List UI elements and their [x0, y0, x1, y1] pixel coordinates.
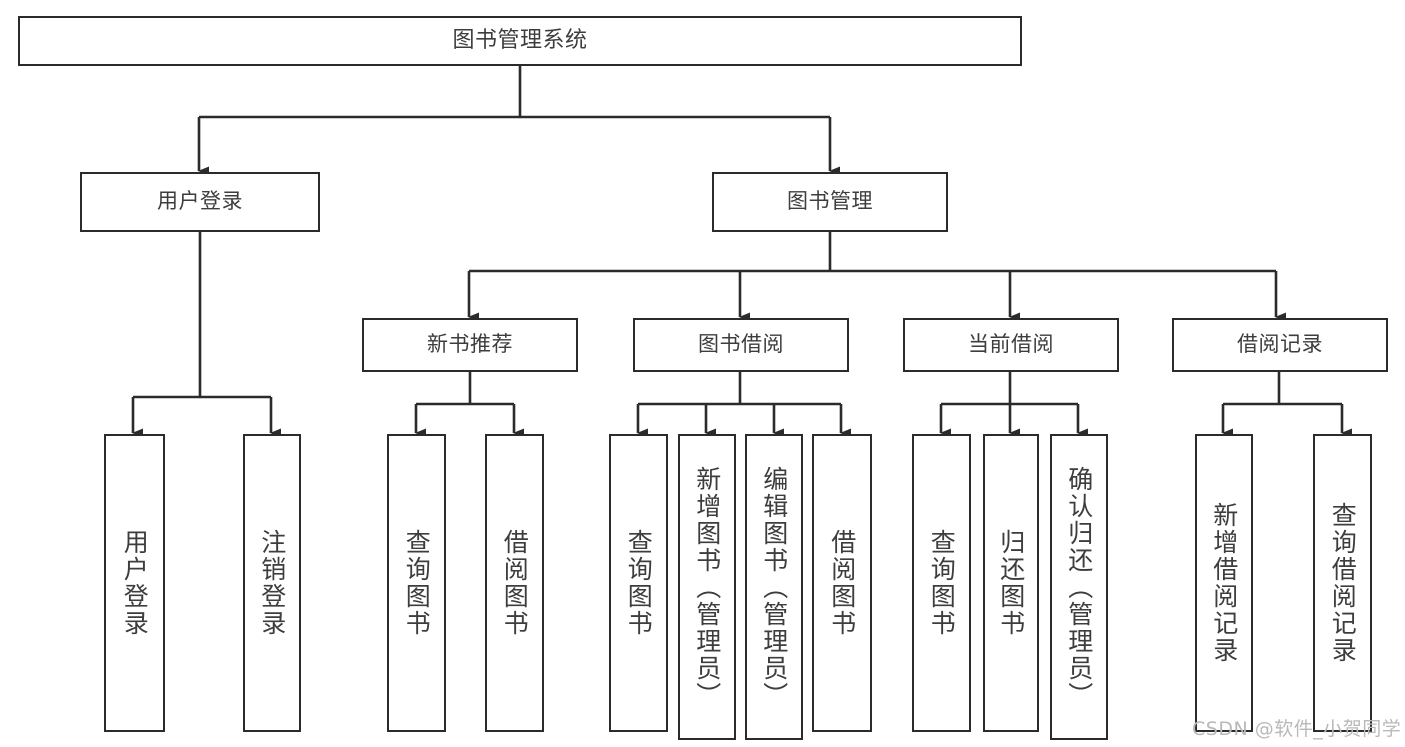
node-leaf-query-book-recommend[interactable]: 查询图书 — [387, 434, 446, 732]
node-leaf-query-borrow-record[interactable]: 查询借阅记录 — [1313, 434, 1372, 732]
node-label: 确认归还（管理员） — [1064, 465, 1094, 709]
node-borrow-record[interactable]: 借阅记录 — [1172, 318, 1388, 372]
node-label: 用户登录 — [157, 189, 243, 214]
node-label: 新增借阅记录 — [1209, 502, 1239, 664]
node-label: 用户登录 — [120, 529, 150, 637]
csdn-watermark: CSDN @软件_小贺同学 — [1192, 718, 1402, 740]
node-label: 注销登录 — [257, 529, 287, 637]
node-leaf-user-login[interactable]: 用户登录 — [104, 434, 165, 732]
node-leaf-borrow-book-borrow[interactable]: 借阅图书 — [812, 434, 872, 732]
node-book-borrow[interactable]: 图书借阅 — [633, 318, 849, 372]
node-label: 借阅图书 — [500, 529, 530, 637]
node-leaf-borrow-book-recommend[interactable]: 借阅图书 — [485, 434, 544, 732]
node-label: 借阅图书 — [827, 529, 857, 637]
node-label: 图书管理 — [787, 189, 873, 214]
node-leaf-add-borrow-record[interactable]: 新增借阅记录 — [1195, 434, 1253, 732]
node-label: 借阅记录 — [1237, 332, 1323, 357]
node-leaf-query-book-current[interactable]: 查询图书 — [912, 434, 971, 732]
node-leaf-confirm-return-admin[interactable]: 确认归还（管理员） — [1050, 434, 1108, 740]
node-current-borrow[interactable]: 当前借阅 — [903, 318, 1119, 372]
node-label: 图书管理系统 — [452, 27, 588, 53]
node-label: 新增图书（管理员） — [692, 465, 722, 709]
node-leaf-add-book-admin[interactable]: 新增图书（管理员） — [678, 434, 736, 740]
node-label: 图书借阅 — [698, 332, 784, 357]
node-label: 归还图书 — [996, 529, 1026, 637]
node-new-book-recommend[interactable]: 新书推荐 — [362, 318, 578, 372]
node-label: 当前借阅 — [968, 332, 1054, 357]
node-leaf-edit-book-admin[interactable]: 编辑图书（管理员） — [745, 434, 803, 740]
node-label: 查询图书 — [624, 529, 654, 637]
node-leaf-return-book[interactable]: 归还图书 — [983, 434, 1039, 732]
node-label: 编辑图书（管理员） — [759, 465, 789, 709]
node-leaf-logout[interactable]: 注销登录 — [243, 434, 301, 732]
node-user-login[interactable]: 用户登录 — [80, 172, 320, 232]
node-book-management[interactable]: 图书管理 — [712, 172, 948, 232]
node-label: 新书推荐 — [427, 332, 513, 357]
node-label: 查询借阅记录 — [1328, 502, 1358, 664]
node-label: 查询图书 — [402, 529, 432, 637]
node-leaf-query-book-borrow[interactable]: 查询图书 — [609, 434, 668, 732]
node-label: 查询图书 — [927, 529, 957, 637]
node-root-book-management-system[interactable]: 图书管理系统 — [18, 16, 1022, 66]
